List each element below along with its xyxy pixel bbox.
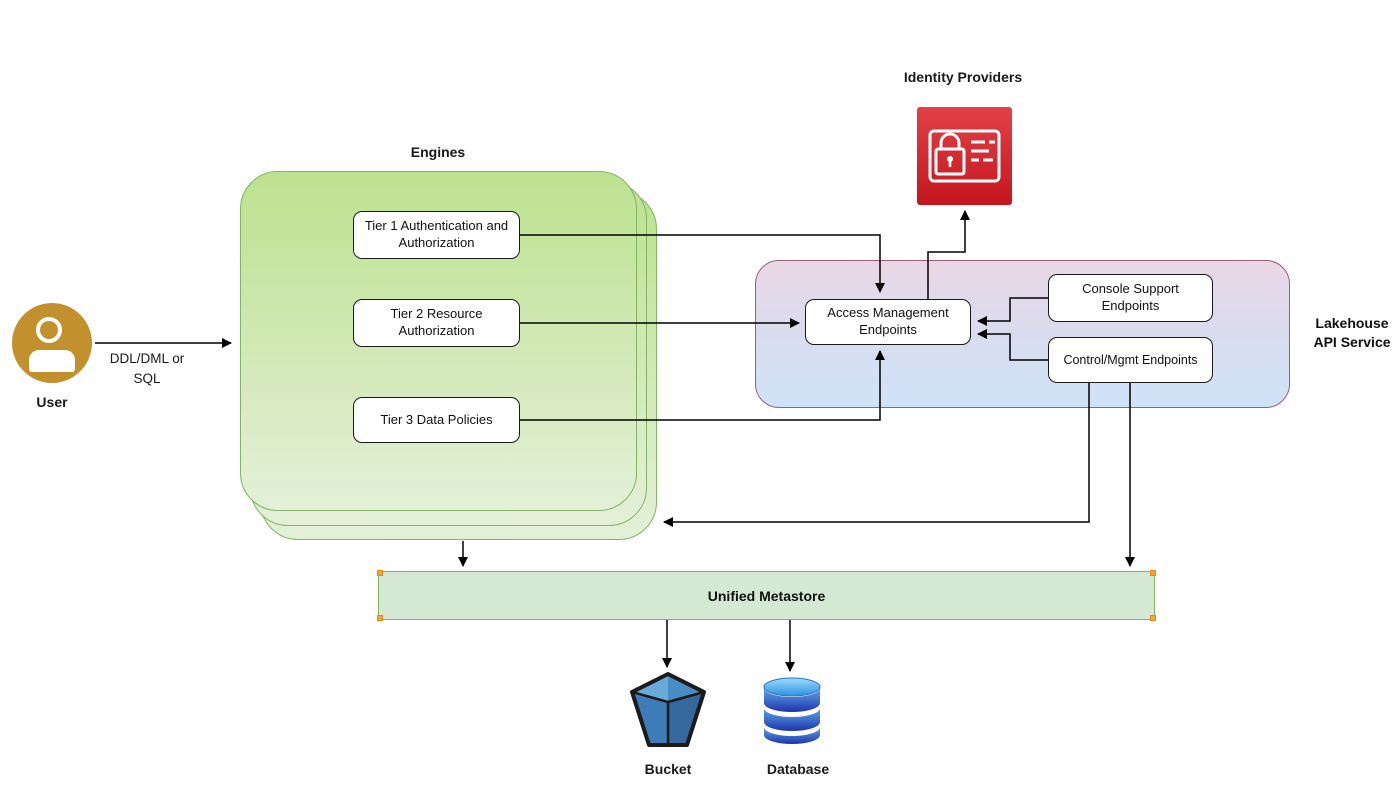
selection-handle-bottom-right[interactable]: [1150, 615, 1156, 621]
selection-handle-bottom-left[interactable]: [377, 615, 383, 621]
console-support-endpoints-box[interactable]: Console Support Endpoints: [1048, 274, 1213, 322]
selection-handle-top-left[interactable]: [377, 570, 383, 576]
unified-metastore-label: Unified Metastore: [707, 587, 826, 604]
tier1-auth-label: Tier 1 Authentication and Authorization: [364, 218, 509, 250]
tier3-policies-box[interactable]: Tier 3 Data Policies: [353, 397, 520, 443]
tier2-resource-label: Tier 2 Resource Authorization: [390, 306, 483, 338]
id-card-lock-glyph: [928, 129, 1001, 183]
identity-providers-label: Identity Providers: [903, 69, 1023, 85]
user-icon[interactable]: [12, 303, 92, 383]
database-glyph: [763, 677, 821, 744]
tier1-auth-box[interactable]: Tier 1 Authentication and Authorization: [353, 211, 520, 259]
access-management-endpoints-label: Access Management Endpoints: [827, 305, 949, 337]
tier2-resource-box[interactable]: Tier 2 Resource Authorization: [353, 299, 520, 347]
database-label: Database: [766, 761, 830, 777]
database-icon[interactable]: [763, 676, 821, 746]
user-body-glyph: [29, 350, 75, 372]
lakehouse-api-label: Lakehouse API Service: [1313, 315, 1391, 350]
user-head-glyph: [36, 317, 62, 343]
control-mgmt-endpoints-label: Control/Mgmt Endpoints: [1063, 353, 1198, 367]
console-support-endpoints-label: Console Support Endpoints: [1082, 281, 1179, 313]
identity-provider-icon[interactable]: [917, 107, 1012, 205]
control-mgmt-endpoints-box[interactable]: Control/Mgmt Endpoints: [1048, 337, 1213, 383]
bucket-glyph: [630, 672, 706, 747]
selection-handle-top-right[interactable]: [1150, 570, 1156, 576]
bucket-icon[interactable]: [630, 671, 706, 749]
access-management-endpoints-box[interactable]: Access Management Endpoints: [805, 299, 971, 345]
unified-metastore-bar[interactable]: Unified Metastore: [377, 570, 1156, 621]
bucket-label: Bucket: [644, 761, 692, 777]
user-label: User: [36, 394, 68, 410]
tier3-policies-label: Tier 3 Data Policies: [380, 411, 493, 427]
engines-title: Engines: [410, 144, 466, 160]
flow-label-ddl-sql: DDL/DML or SQL: [109, 351, 185, 386]
